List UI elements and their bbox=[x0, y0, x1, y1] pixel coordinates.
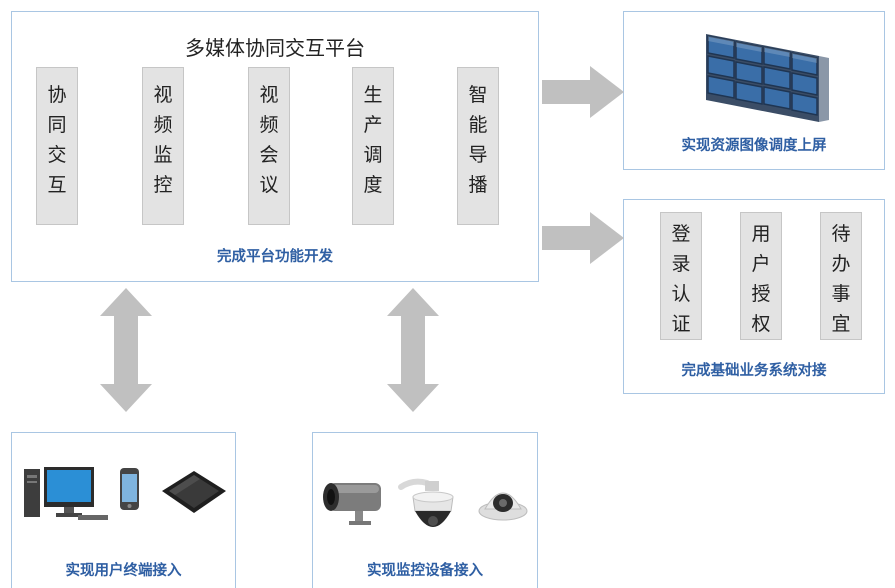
module-char: 宜 bbox=[831, 313, 851, 335]
module-char: 视 bbox=[153, 84, 173, 106]
module-char: 智 bbox=[468, 84, 488, 106]
arrow-terminals-bidirectional bbox=[100, 288, 152, 412]
module-char: 录 bbox=[671, 253, 691, 275]
module-char: 互 bbox=[47, 174, 67, 196]
module-char: 产 bbox=[363, 114, 383, 136]
video-wall-panel: 实现资源图像调度上屏 bbox=[623, 11, 885, 170]
terminals-panel: 实现用户终端接入 bbox=[11, 432, 236, 588]
module-collaboration: 协 同 交 互 bbox=[36, 67, 78, 225]
module-char: 权 bbox=[751, 313, 771, 335]
module-char: 认 bbox=[671, 283, 691, 305]
business-panel: 登 录 认 证 用 户 授 权 待 办 事 宜 完成基础业务系统对接 bbox=[623, 199, 885, 394]
module-char: 调 bbox=[363, 144, 383, 166]
module-char: 事 bbox=[831, 283, 851, 305]
desktop-computer-icon bbox=[24, 467, 108, 520]
cameras-panel: 实现监控设备接入 bbox=[312, 432, 538, 588]
platform-title: 多媒体协同交互平台 bbox=[185, 36, 365, 60]
module-char: 频 bbox=[259, 114, 279, 136]
module-char: 办 bbox=[831, 253, 851, 275]
module-char: 户 bbox=[751, 253, 771, 275]
dome-camera-icon bbox=[478, 492, 528, 521]
platform-panel: 多媒体协同交互平台 协 同 交 互 视 频 监 控 视 频 会 议 生 产 调 … bbox=[11, 11, 539, 282]
module-smart-broadcast: 智 能 导 播 bbox=[457, 67, 499, 225]
module-char: 导 bbox=[468, 144, 488, 166]
module-login-auth: 登 录 认 证 bbox=[660, 212, 702, 340]
module-char: 同 bbox=[47, 114, 67, 136]
module-char: 度 bbox=[363, 174, 383, 196]
module-video-conference: 视 频 会 议 bbox=[248, 67, 290, 225]
terminals-caption: 实现用户终端接入 bbox=[65, 563, 182, 579]
module-char: 控 bbox=[153, 174, 173, 196]
module-char: 证 bbox=[671, 313, 691, 335]
module-char: 生 bbox=[363, 84, 383, 106]
bullet-camera-icon bbox=[323, 483, 381, 525]
module-char: 授 bbox=[751, 283, 771, 305]
module-char: 待 bbox=[831, 223, 851, 245]
video-wall-caption: 实现资源图像调度上屏 bbox=[681, 138, 827, 154]
mobile-phone-icon bbox=[120, 468, 139, 510]
module-production-dispatch: 生 产 调 度 bbox=[352, 67, 394, 225]
module-char: 登 bbox=[671, 223, 691, 245]
cameras-caption: 实现监控设备接入 bbox=[367, 563, 483, 579]
video-wall-icon bbox=[706, 34, 829, 122]
module-char: 会 bbox=[259, 144, 279, 166]
module-char: 用 bbox=[751, 223, 771, 245]
business-caption: 完成基础业务系统对接 bbox=[681, 363, 827, 379]
arrow-platform-to-video-wall bbox=[542, 66, 624, 118]
ptz-dome-camera-icon bbox=[398, 478, 454, 527]
module-user-authorization: 用 户 授 权 bbox=[740, 212, 782, 340]
module-char: 频 bbox=[153, 114, 173, 136]
tablet-icon bbox=[162, 471, 226, 513]
module-todo: 待 办 事 宜 bbox=[820, 212, 862, 340]
module-video-surveillance: 视 频 监 控 bbox=[142, 67, 184, 225]
arrow-cameras-bidirectional bbox=[387, 288, 439, 412]
platform-caption: 完成平台功能开发 bbox=[217, 249, 333, 265]
module-char: 协 bbox=[47, 84, 67, 106]
module-char: 视 bbox=[259, 84, 279, 106]
module-char: 交 bbox=[47, 144, 67, 166]
module-char: 播 bbox=[468, 174, 488, 196]
module-char: 能 bbox=[468, 114, 488, 136]
module-char: 监 bbox=[153, 144, 173, 166]
module-char: 议 bbox=[259, 174, 279, 196]
arrow-platform-to-business bbox=[542, 212, 624, 264]
